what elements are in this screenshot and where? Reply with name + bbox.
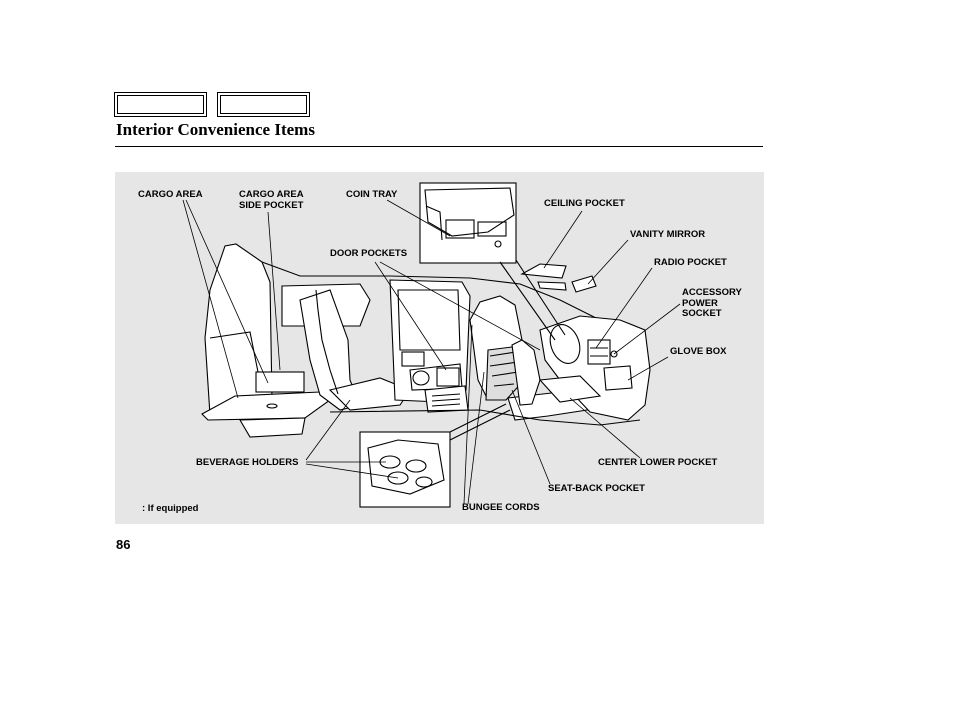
leader-power-socket (613, 303, 681, 355)
leader-bungee-1 (463, 324, 473, 505)
leader-vanity-mirror (587, 239, 629, 285)
label-vanity-mirror: VANITY MIRROR (630, 229, 706, 240)
label-glove-box: GLOVE BOX (670, 346, 727, 357)
label-accessory-power-socket: ACCESSORY POWER SOCKET (682, 287, 742, 319)
label-cargo-area: CARGO AREA (138, 189, 203, 200)
leader-coin-tray (386, 199, 451, 237)
leader-cargo-area-2 (185, 199, 269, 384)
header-tab-left (114, 92, 207, 117)
leader-ceiling-pocket (543, 210, 583, 269)
leader-seat-back-pocket (511, 389, 551, 485)
label-radio-pocket: RADIO POCKET (654, 257, 727, 268)
label-ceiling-pocket: CEILING POCKET (544, 198, 625, 209)
leader-center-lower-pocket (569, 397, 641, 459)
leader-glove-box (627, 356, 669, 381)
label-bungee-cords: BUNGEE CORDS (462, 502, 540, 513)
if-equipped-note: : If equipped (142, 503, 199, 514)
label-beverage-holders: BEVERAGE HOLDERS (196, 457, 299, 468)
leader-beverage-2 (305, 463, 399, 479)
leader-radio-pocket (595, 267, 653, 349)
label-center-lower-pocket: CENTER LOWER POCKET (598, 457, 718, 468)
leader-beverage-3 (305, 399, 351, 461)
leader-cargo-side-pocket (267, 211, 281, 371)
label-seat-back-pocket: SEAT-BACK POCKET (548, 483, 645, 494)
title-rule (115, 146, 763, 147)
leader-bungee-2 (467, 371, 485, 505)
leader-cargo-area (182, 199, 239, 399)
label-coin-tray: COIN TRAY (346, 189, 398, 200)
page-number: 86 (116, 537, 131, 552)
label-cargo-area-side-pocket: CARGO AREA SIDE POCKET (239, 189, 304, 211)
label-door-pockets: DOOR POCKETS (330, 248, 408, 259)
header-tab-right (217, 92, 310, 117)
leader-door-pockets-1 (374, 261, 447, 371)
page-title: Interior Convenience Items (116, 120, 315, 139)
leader-door-pockets-2 (379, 261, 541, 351)
